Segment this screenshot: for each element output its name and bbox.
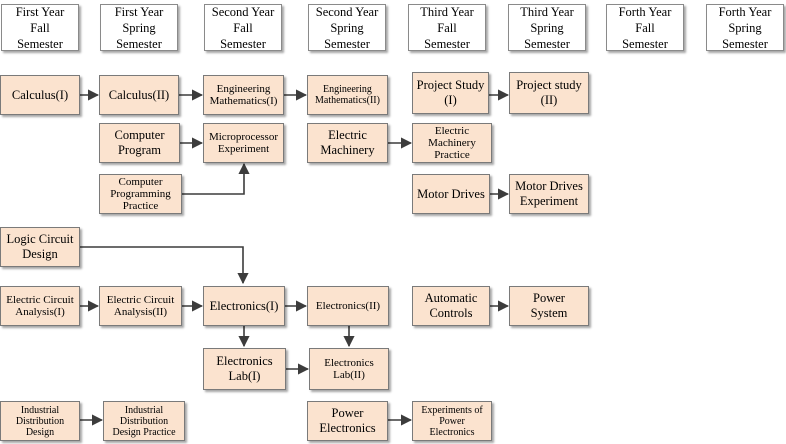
course-power-system: Power System [509,286,589,326]
semester-header-5: Third Year Fall Semester [408,4,486,51]
course-computer-programming-practice: Computer Programming Practice [99,174,182,214]
course-electronics-lab-1: Electronics Lab(I) [203,348,286,390]
semester-header-7: Forth Year Fall Semester [606,4,684,51]
course-electronics-2: Electronics(II) [307,286,389,326]
semester-header-8: Forth Year Spring Semester [706,4,784,51]
course-industrial-distribution-design: Industrial Distribution Design [0,401,80,441]
semester-header-2: First Year Spring Semester [100,4,178,51]
course-engineering-mathematics-2: Engineering Mathematics(II) [307,75,388,115]
course-electronics-1: Electronics(I) [203,286,285,326]
semester-header-3: Second Year Fall Semester [204,4,282,51]
course-project-study-2: Project study (II) [509,72,589,114]
course-calculus-1: Calculus(I) [0,75,80,115]
arrow-logic-electronics1 [80,246,249,285]
course-experiments-of-power-electronics: Experiments of Power Electronics [412,401,492,441]
course-industrial-distribution-design-practice: Industrial Distribution Design Practice [103,401,185,441]
course-computer-program: Computer Program [99,123,180,163]
semester-header-1: First Year Fall Semester [1,4,79,51]
course-automatic-controls: Automatic Controls [412,286,490,326]
course-motor-drives: Motor Drives [412,174,490,214]
course-motor-drives-experiment: Motor Drives Experiment [509,174,589,214]
course-electric-circuit-analysis-2: Electric Circuit Analysis(II) [99,286,182,326]
course-logic-circuit-design: Logic Circuit Design [0,227,80,267]
course-calculus-2: Calculus(II) [99,75,179,115]
semester-header-6: Third Year Spring Semester [508,4,586,51]
course-electronics-lab-2: Electronics Lab(II) [309,348,389,390]
course-electric-machinery: Electric Machinery [307,123,388,163]
course-engineering-mathematics-1: Engineering Mathematics(I) [203,75,284,115]
course-electric-machinery-practice: Electric Machinery Practice [412,123,492,163]
course-project-study-1: Project Study (I) [412,72,489,114]
course-power-electronics: Power Electronics [307,401,388,441]
course-microprocessor-experiment: Microprocessor Experiment [203,123,284,163]
arrow-programming-practice-microprocessor [182,162,250,195]
course-electric-circuit-analysis-1: Electric Circuit Analysis(I) [0,286,80,326]
semester-header-4: Second Year Spring Semester [308,4,386,51]
